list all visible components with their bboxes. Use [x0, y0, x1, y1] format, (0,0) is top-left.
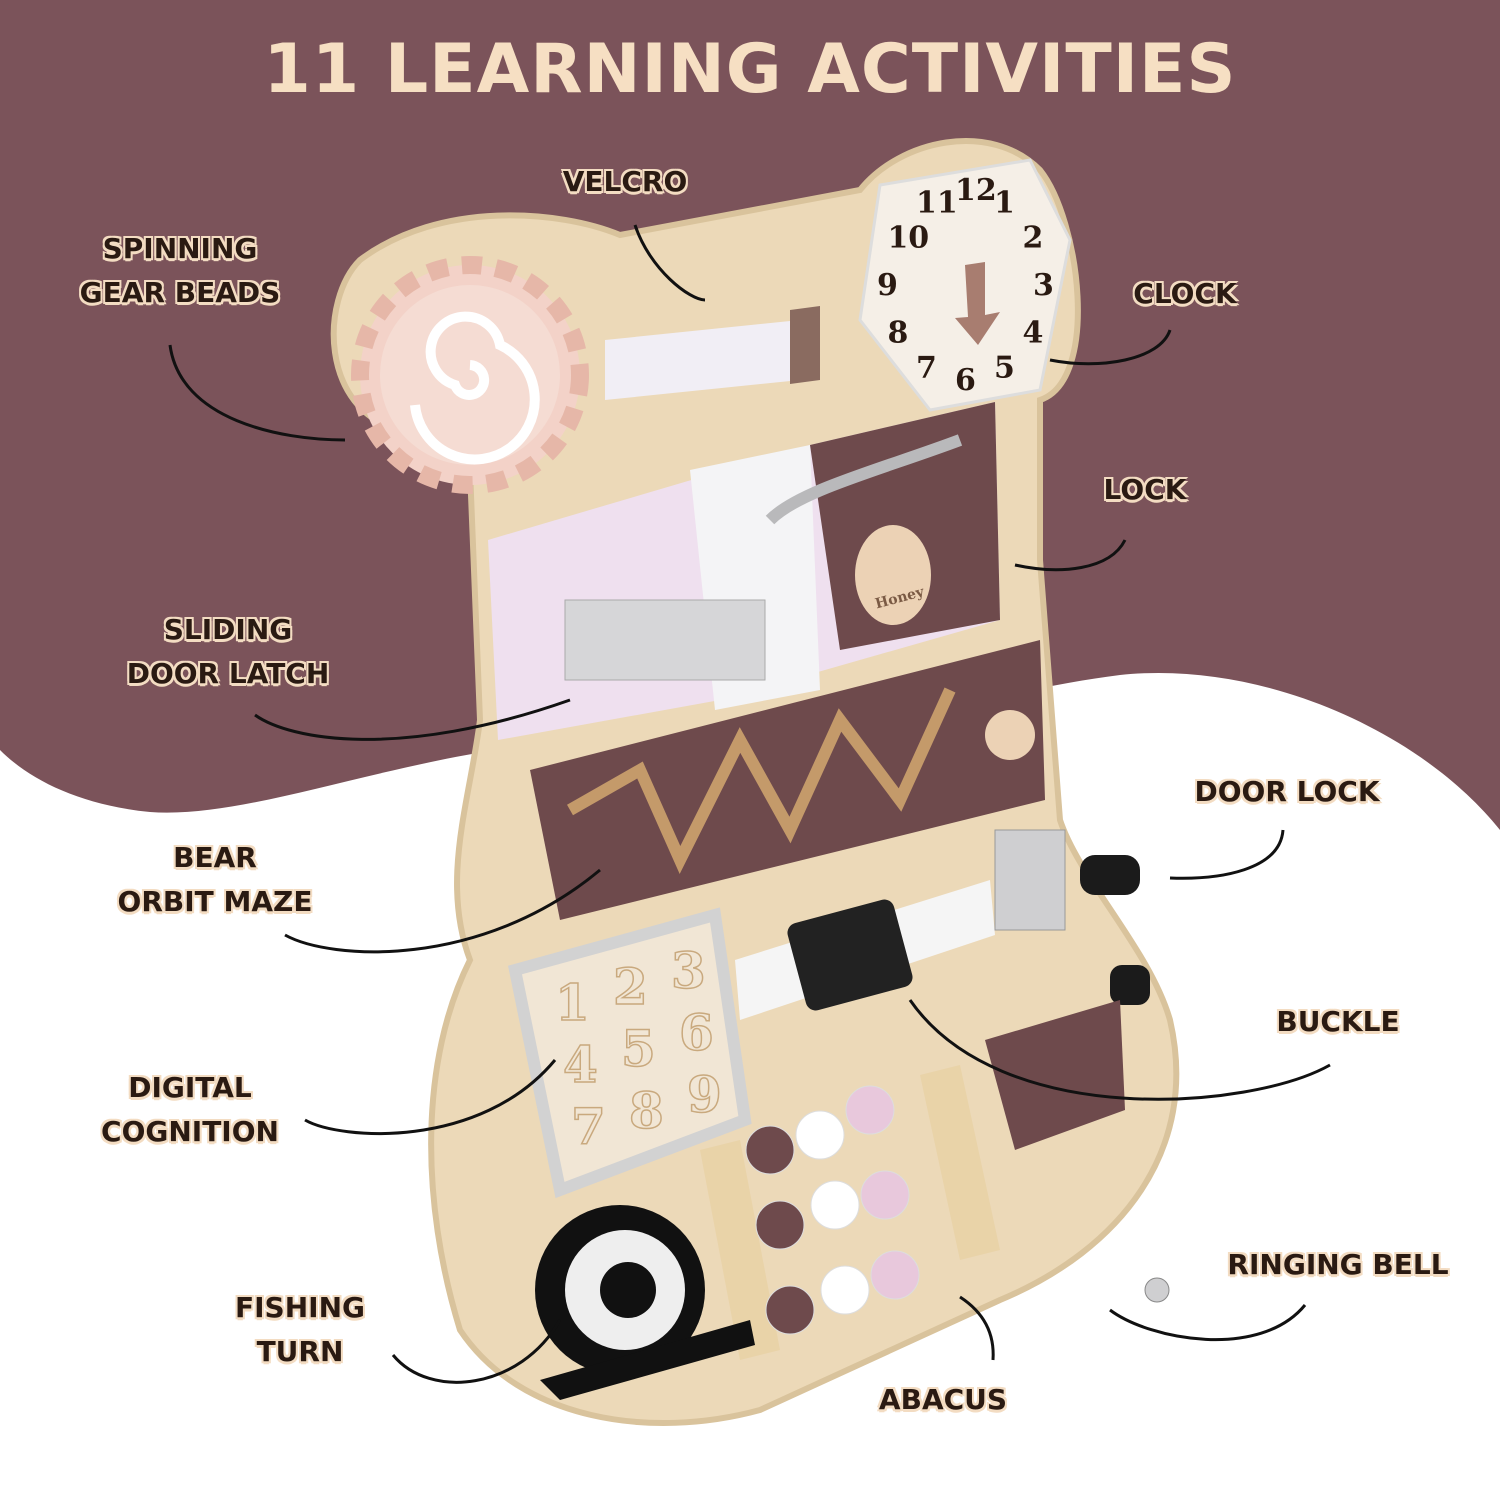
abacus-bead[interactable]	[870, 1250, 920, 1300]
label-line: BEAR	[173, 841, 257, 874]
hook-lock	[765, 434, 963, 525]
abacus-bead[interactable]	[845, 1085, 895, 1135]
clock-number: 5	[994, 350, 1015, 385]
clock-number: 12	[955, 173, 997, 208]
abacus-bead[interactable]	[810, 1180, 860, 1230]
label-fishing-turn: FISHING TURN	[235, 1286, 365, 1374]
latch-panel[interactable]: Honey	[488, 402, 1000, 740]
fishing-reel[interactable]	[535, 1205, 755, 1400]
label-line: TURN	[256, 1335, 344, 1368]
label-clock: CLOCK	[1133, 277, 1237, 310]
abacus-bead[interactable]	[745, 1125, 795, 1175]
abacus-bead[interactable]	[755, 1200, 805, 1250]
label-ringing-bell: RINGING BELL	[1227, 1248, 1449, 1281]
label-line: SPINNING	[102, 232, 258, 265]
spinning-gear[interactable]	[351, 256, 589, 494]
digit: 6	[679, 1003, 714, 1062]
clock-number: 10	[887, 221, 929, 256]
label-sliding-door-latch: SLIDING DOOR LATCH	[127, 608, 330, 696]
clock-number: 2	[1023, 221, 1044, 256]
label-door-lock: DOOR LOCK	[1194, 775, 1380, 808]
label-velcro: VELCRO	[562, 165, 688, 198]
label-line: DOOR LATCH	[126, 657, 330, 690]
abacus-bead[interactable]	[860, 1170, 910, 1220]
label-line: DIGITAL	[128, 1071, 252, 1104]
bell[interactable]	[1144, 1277, 1170, 1303]
label-line: GEAR BEADS	[79, 276, 281, 309]
velcro-strip[interactable]	[605, 306, 820, 400]
digit: 2	[613, 957, 648, 1016]
clock-number: 9	[877, 268, 898, 303]
label-abacus: ABACUS	[878, 1383, 1008, 1416]
abacus-bead[interactable]	[820, 1265, 870, 1315]
abacus-bead[interactable]	[795, 1110, 845, 1160]
digit: 8	[629, 1081, 664, 1140]
label-bear-orbit-maze: BEAR ORBIT MAZE	[118, 836, 313, 924]
clock-number: 7	[916, 350, 937, 385]
clock-number: 3	[1033, 268, 1054, 303]
digit: 5	[621, 1019, 656, 1078]
abacus[interactable]	[700, 1065, 1000, 1360]
digit: 3	[671, 941, 706, 1000]
label-line: ORBIT MAZE	[117, 885, 313, 918]
leader-lines	[168, 224, 1331, 1384]
bear-orbit-maze[interactable]	[530, 640, 1045, 920]
honey-pot	[855, 525, 931, 625]
buckle[interactable]	[735, 880, 995, 1020]
clock-number: 4	[1023, 316, 1044, 351]
digit: 4	[563, 1035, 598, 1094]
label-lock: LOCK	[1103, 473, 1187, 506]
abacus-bead[interactable]	[765, 1285, 815, 1335]
page-title: 11 LEARNING ACTIVITIES	[263, 30, 1237, 109]
label-spinning-gear-beads: SPINNING GEAR BEADS	[80, 227, 281, 315]
label-buckle: BUCKLE	[1276, 1005, 1400, 1038]
digit: 7	[571, 1097, 606, 1156]
door-lock[interactable]	[985, 829, 1150, 1150]
label-line: FISHING	[235, 1291, 365, 1324]
clock-number: 1	[994, 186, 1015, 221]
clock-number: 11	[916, 186, 958, 221]
label-line: COGNITION	[101, 1115, 279, 1148]
clock-number: 8	[887, 316, 908, 351]
digit: 9	[687, 1065, 722, 1124]
sliding-latch	[564, 599, 766, 681]
label-line: SLIDING	[163, 613, 293, 646]
label-digital-cognition: DIGITAL COGNITION	[101, 1066, 279, 1154]
digit: 1	[555, 973, 590, 1032]
clock-number: 6	[955, 363, 976, 398]
